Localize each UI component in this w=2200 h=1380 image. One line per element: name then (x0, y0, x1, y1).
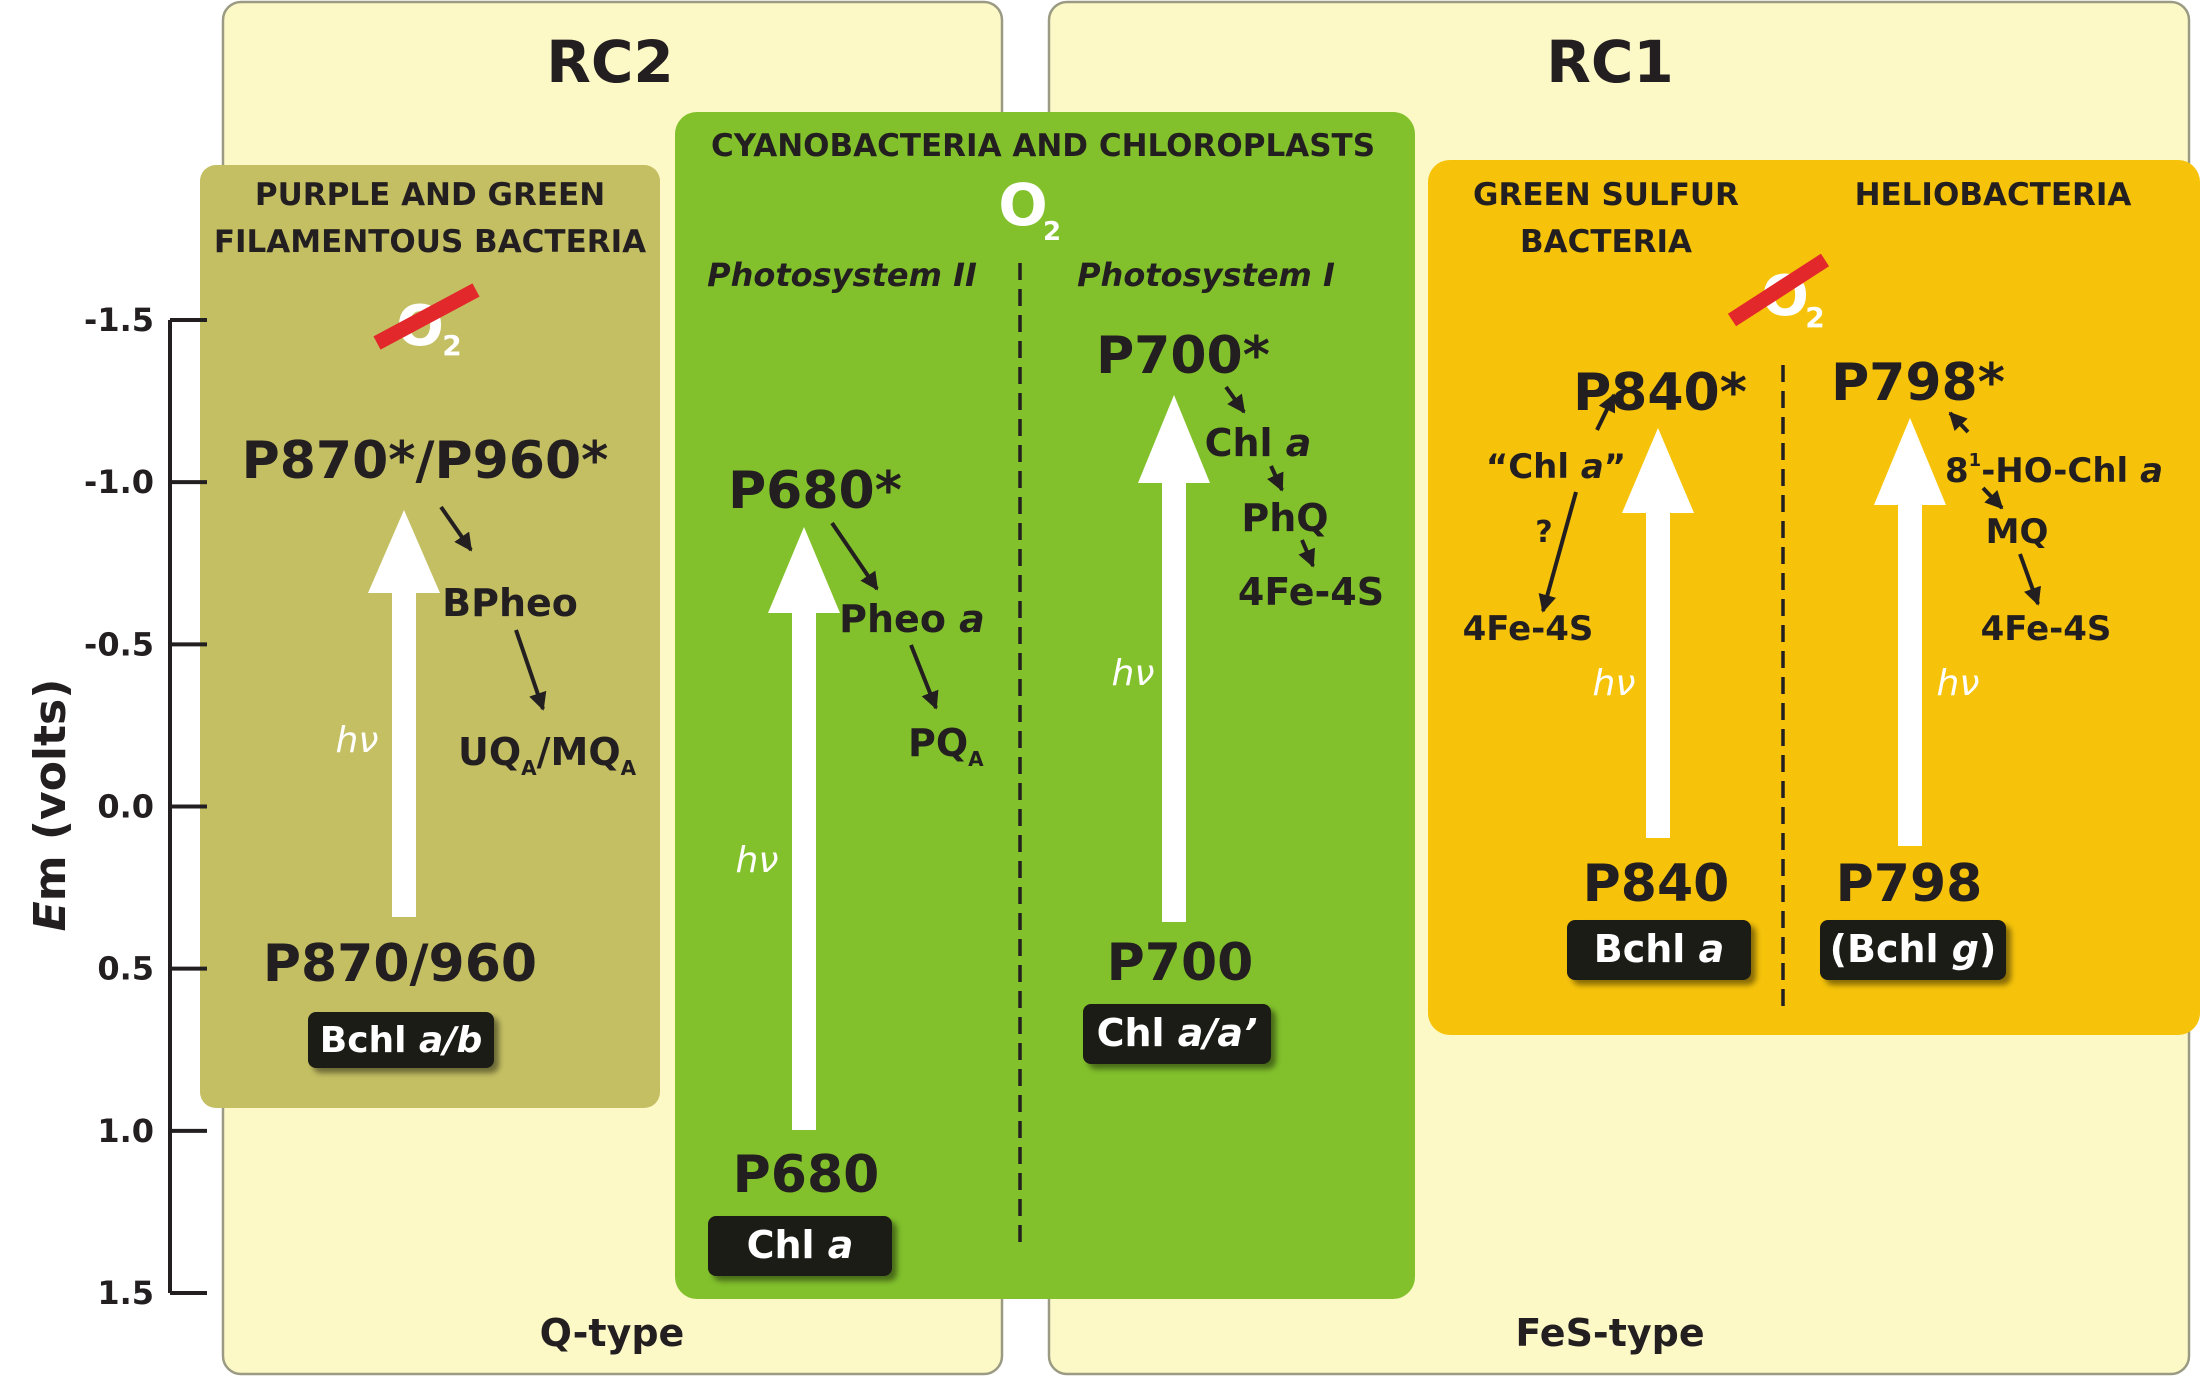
potential-axis: -1.5 -1.0 -0.5 0.0 0.5 1.0 1.5 Em (volts) (25, 301, 207, 1312)
axis-tick-label: -1.0 (84, 463, 154, 501)
light-arrow-shaft (1646, 510, 1670, 838)
rc1-footer: FeS-type (1515, 1311, 1704, 1355)
ps1-excited-state: P700* (1096, 326, 1270, 386)
purple-ground-state: P870/960 (263, 934, 537, 994)
ps1-pigment-label: Chl a/a’ (1097, 1011, 1258, 1055)
purple-pigment-label: Bchl a/b (320, 1020, 483, 1061)
rc2-title: RC2 (546, 28, 674, 96)
purple-oxygen-sub: 2 (442, 329, 461, 362)
electron-transfer-arrow (1538, 491, 1578, 613)
purple-excited-state: P870*/P960* (242, 431, 609, 491)
electron-transfer-arrow (1267, 465, 1284, 492)
rc1-oxygen-sub: 2 (1805, 301, 1824, 334)
pigment-label-box (708, 1216, 892, 1276)
rc1-bacteria-panel: O 2 GREEN SULFUR BACTERIA P840* “Chl a” … (1428, 160, 2200, 1035)
helio-acceptor-chl: 81-HO-Chl a (1945, 450, 2163, 491)
gsb-ground-state: P840 (1583, 854, 1730, 914)
purple-light-label: hν (336, 720, 379, 761)
light-arrow-head (768, 527, 840, 613)
no-oxygen-icon: O 2 (1727, 253, 1830, 334)
gsb-light-label: hν (1593, 663, 1636, 704)
ps2-ground-state: P680 (733, 1145, 880, 1205)
electron-transfer-arrow (1948, 411, 1970, 434)
rc1-title: RC1 (1546, 28, 1674, 96)
light-arrow-shaft (392, 590, 416, 917)
electron-transfer-arrow (830, 521, 879, 591)
axis-tick-label: -1.5 (84, 301, 154, 339)
ps2-light-label: hν (736, 840, 779, 881)
gsb-question-mark: ? (1535, 515, 1552, 550)
helio-title: HELIOBACTERIA (1855, 177, 2132, 213)
light-arrow-head (1138, 395, 1210, 483)
light-arrow-head (368, 510, 440, 593)
electron-transfer-arrow (909, 644, 939, 710)
electron-transfer-arrow (514, 629, 547, 711)
light-arrow-head (1874, 418, 1946, 505)
pigment-label-box (1567, 920, 1751, 980)
gsb-title-line1: GREEN SULFUR (1473, 177, 1739, 213)
axis-tick-label: 1.5 (97, 1274, 154, 1312)
electron-transfer-arrow (1981, 486, 2004, 510)
no-oxygen-slash (373, 283, 480, 350)
helio-ground-state: P798 (1836, 854, 1983, 914)
gsb-acceptor-chl: “Chl a” (1486, 447, 1626, 487)
ps2-acceptor-pq: PQA (908, 721, 984, 771)
ps1-label: Photosystem I (1077, 256, 1335, 294)
light-arrow-shaft (1162, 480, 1186, 922)
axis-tick-label: 1.0 (97, 1112, 154, 1150)
light-arrow-head (1622, 428, 1694, 513)
light-arrow-shaft (792, 610, 816, 1130)
purple-title-line1: PURPLE AND GREEN (255, 177, 605, 213)
helio-acceptor-fes: 4Fe-4S (1981, 609, 2112, 649)
pigment-label-box (1083, 1004, 1271, 1064)
electron-transfer-arrow (1595, 393, 1616, 431)
helio-light-label: hν (1937, 663, 1980, 704)
purple-acceptor-quinone: UQA/MQA (458, 730, 637, 780)
axis-tick-label: 0.5 (97, 950, 154, 988)
light-arrow-shaft (1898, 502, 1922, 846)
ps2-label: Photosystem II (707, 256, 977, 294)
gsb-pigment-label: Bchl a (1594, 927, 1724, 971)
no-oxygen-icon: O 2 (373, 283, 480, 362)
ps2-excited-state: P680* (728, 461, 902, 521)
cyanobacteria-panel: CYANOBACTERIA AND CHLOROPLASTS O 2 Photo… (675, 112, 1415, 1299)
ps1-acceptor-chl: Chl a (1205, 421, 1312, 465)
axis-tick-label: 0.0 (97, 788, 154, 826)
cyano-title: CYANOBACTERIA AND CHLOROPLASTS (711, 128, 1375, 164)
axis-tick-label: -0.5 (84, 625, 154, 663)
pigment-label-box (1820, 920, 2006, 980)
helio-acceptor-mq: MQ (1986, 512, 2049, 552)
electron-transfer-arrow (2018, 553, 2041, 606)
gsb-acceptor-fes: 4Fe-4S (1463, 609, 1594, 649)
rc1-bacteria-panel-bg (1428, 160, 2200, 1035)
electron-transfer-arrow (439, 505, 473, 552)
purple-title-line2: FILAMENTOUS BACTERIA (214, 224, 646, 260)
purple-panel-bg (200, 165, 660, 1108)
ps1-acceptor-phq: PhQ (1241, 496, 1328, 540)
ps2-pigment-label: Chl a (747, 1223, 854, 1267)
gsb-excited-state: P840* (1573, 363, 1747, 423)
axis-label: Em (volts) (25, 679, 76, 932)
cyano-oxygen-symbol: O (998, 171, 1047, 239)
ps1-acceptor-fes: 4Fe-4S (1238, 570, 1384, 614)
purple-bacteria-panel: PURPLE AND GREEN FILAMENTOUS BACTERIA O … (200, 165, 660, 1108)
purple-acceptor-bpheo: BPheo (442, 581, 578, 625)
cyano-oxygen-sub: 2 (1043, 217, 1061, 247)
axis-ticks: -1.5 -1.0 -0.5 0.0 0.5 1.0 1.5 (84, 301, 207, 1312)
helio-excited-state: P798* (1831, 353, 2005, 413)
gsb-title-line2: BACTERIA (1520, 224, 1692, 260)
ps2-acceptor-pheo: Pheo a (839, 597, 985, 641)
electron-transfer-arrow (1298, 539, 1315, 568)
ps1-ground-state: P700 (1107, 933, 1254, 993)
helio-pigment-label: (Bchl g) (1830, 927, 1997, 971)
pigment-label-box (308, 1012, 494, 1068)
ps1-light-label: hν (1112, 653, 1155, 694)
rc2-footer: Q-type (540, 1311, 685, 1355)
no-oxygen-slash (1727, 253, 1830, 327)
electron-transfer-arrow (1224, 385, 1246, 414)
